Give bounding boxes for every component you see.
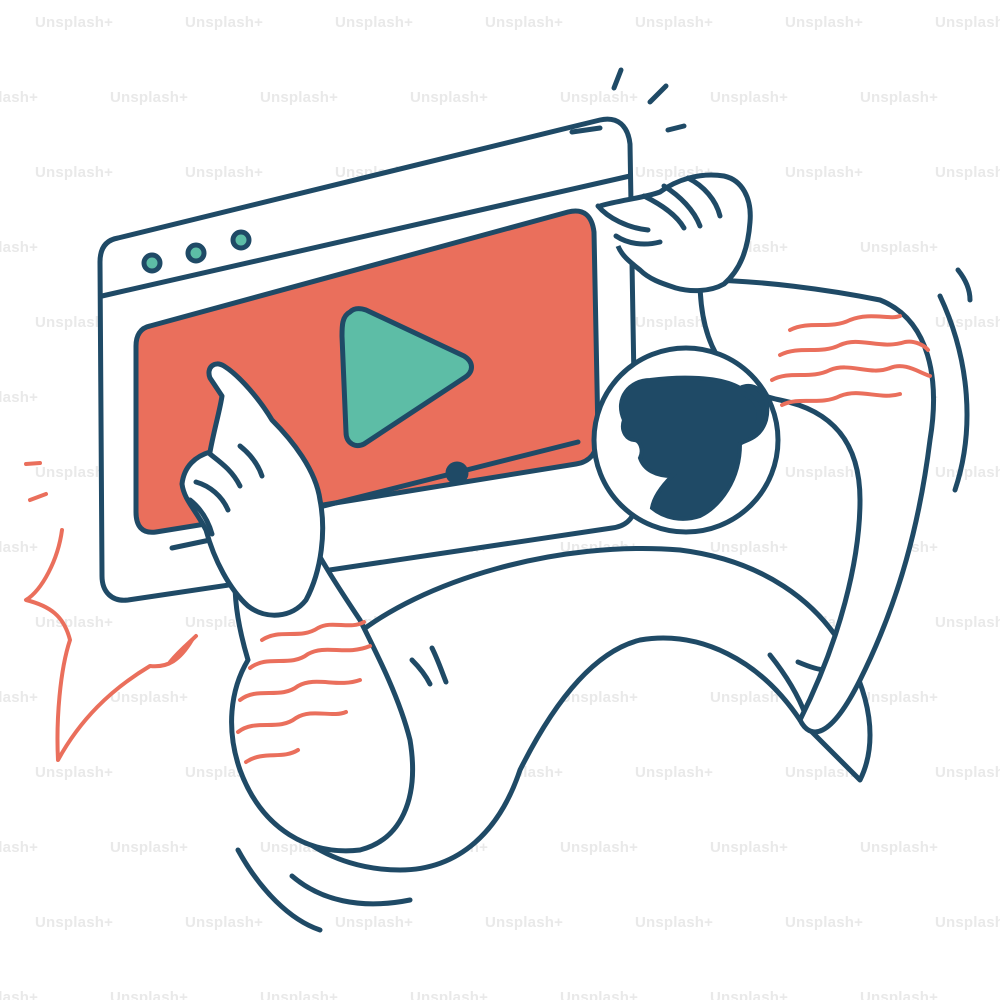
play-icon[interactable] <box>339 306 474 448</box>
burst-icon <box>24 461 198 762</box>
left-hand-pointing <box>179 361 326 618</box>
window-dot-3 <box>230 229 252 251</box>
character-head <box>591 345 781 535</box>
right-hand <box>595 172 753 294</box>
hair-icon <box>618 375 770 521</box>
window-dot-1 <box>141 252 163 274</box>
motion-lines-right <box>937 267 973 493</box>
window-dot-2 <box>185 242 207 264</box>
motion-lines-top <box>611 67 687 133</box>
progress-knob <box>445 461 469 485</box>
motion-lines-bottom <box>235 847 413 933</box>
